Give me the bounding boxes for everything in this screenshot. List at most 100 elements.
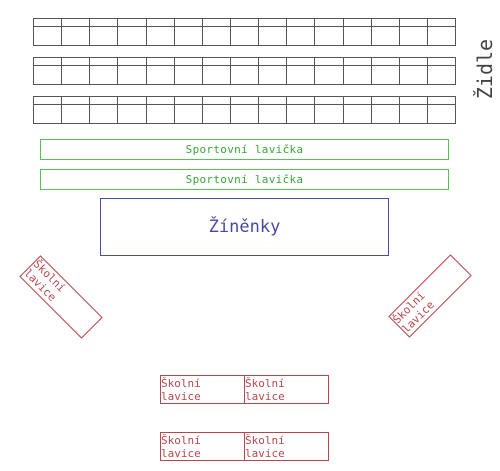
chair-backrest	[118, 58, 147, 65]
chair-row-seats	[34, 105, 455, 123]
school-desk: Školní lavice	[244, 433, 328, 460]
chair-seat	[34, 66, 63, 84]
chair-seat	[34, 27, 63, 45]
chair-backrest	[62, 97, 91, 104]
chair-seat	[175, 27, 203, 45]
chair-seat	[203, 27, 231, 45]
chair-seat	[259, 27, 288, 45]
chair-seat	[400, 105, 428, 123]
chair-backrest	[287, 97, 316, 104]
chair-seat	[175, 105, 203, 123]
chair-backrest	[287, 19, 316, 26]
chair-seat	[147, 27, 175, 45]
chairs-label: Židle	[473, 38, 497, 100]
chair-seat	[315, 105, 344, 123]
chairs-label-text: Židle	[473, 38, 497, 100]
chair-backrest	[287, 58, 316, 65]
chair-backrest	[259, 19, 288, 26]
chair-backrest	[400, 97, 428, 104]
chair-backrest	[147, 19, 175, 26]
school-desk-left-rotated: Školní lavice	[19, 255, 103, 339]
chair-seat	[147, 105, 175, 123]
chair-backrest	[175, 58, 203, 65]
chair-backrest	[203, 58, 231, 65]
chair-backrest	[118, 19, 147, 26]
chair-seat	[372, 27, 400, 45]
chair-seat	[344, 27, 372, 45]
chair-backrest	[428, 97, 455, 104]
chair-seat	[400, 27, 428, 45]
chair-seat	[344, 66, 372, 84]
school-desk: Školní lavice	[161, 433, 201, 460]
chair-backrest	[315, 58, 344, 65]
chair-backrest	[90, 19, 119, 26]
chair-backrest	[34, 97, 63, 104]
chair-row-1	[33, 18, 456, 46]
school-desk-pair-2: Školní lavice Školní lavice	[160, 432, 329, 461]
school-desk: Školní lavice	[161, 376, 201, 403]
chair-backrest	[344, 19, 372, 26]
chair-seat	[90, 105, 119, 123]
chair-backrest	[344, 97, 372, 104]
chair-backrest	[259, 97, 288, 104]
chair-backrest	[147, 58, 175, 65]
chair-backrest	[428, 58, 455, 65]
chair-row-top	[34, 97, 455, 105]
chair-seat	[428, 105, 455, 123]
chair-backrest	[344, 58, 372, 65]
chair-backrest	[231, 19, 260, 26]
chair-seat	[231, 105, 260, 123]
chair-backrest	[62, 58, 91, 65]
chair-backrest	[175, 97, 203, 104]
chair-seat	[287, 27, 316, 45]
chair-backrest	[147, 97, 175, 104]
chair-seat	[428, 27, 455, 45]
chair-backrest	[315, 97, 344, 104]
chair-seat	[315, 27, 344, 45]
gym-mats: Žíněnky	[100, 198, 389, 256]
chair-seat	[287, 105, 316, 123]
chair-seat	[62, 105, 91, 123]
chair-backrest	[34, 58, 63, 65]
chair-row-top	[34, 58, 455, 66]
chair-row-3	[33, 96, 456, 124]
chair-backrest	[372, 58, 400, 65]
chair-backrest	[400, 19, 428, 26]
chair-seat	[259, 66, 288, 84]
chair-seat	[62, 66, 91, 84]
chair-seat	[90, 66, 119, 84]
chair-backrest	[90, 97, 119, 104]
school-desk: Školní lavice	[244, 376, 328, 403]
chair-backrest	[175, 19, 203, 26]
chair-backrest	[231, 97, 260, 104]
sport-bench-2: Sportovní lavička	[40, 169, 449, 190]
chair-seat	[428, 66, 455, 84]
chair-backrest	[90, 58, 119, 65]
chair-seat	[118, 27, 147, 45]
chair-seat	[315, 66, 344, 84]
chair-backrest	[62, 19, 91, 26]
chair-seat	[344, 105, 372, 123]
chair-seat	[203, 105, 231, 123]
chair-backrest	[428, 19, 455, 26]
chair-seat	[372, 66, 400, 84]
chair-backrest	[259, 58, 288, 65]
chair-backrest	[34, 19, 63, 26]
chair-seat	[372, 105, 400, 123]
chair-seat	[231, 27, 260, 45]
chair-seat	[231, 66, 260, 84]
chair-row-seats	[34, 66, 455, 84]
chair-row-top	[34, 19, 455, 27]
chair-seat	[287, 66, 316, 84]
chair-row-seats	[34, 27, 455, 45]
chair-seat	[147, 66, 175, 84]
school-desk-pair-1: Školní lavice Školní lavice	[160, 375, 329, 404]
chair-seat	[34, 105, 63, 123]
chair-backrest	[372, 97, 400, 104]
chair-backrest	[400, 58, 428, 65]
chair-backrest	[372, 19, 400, 26]
chair-backrest	[231, 58, 260, 65]
chair-seat	[203, 66, 231, 84]
chair-backrest	[203, 19, 231, 26]
sport-bench-1: Sportovní lavička	[40, 139, 449, 160]
